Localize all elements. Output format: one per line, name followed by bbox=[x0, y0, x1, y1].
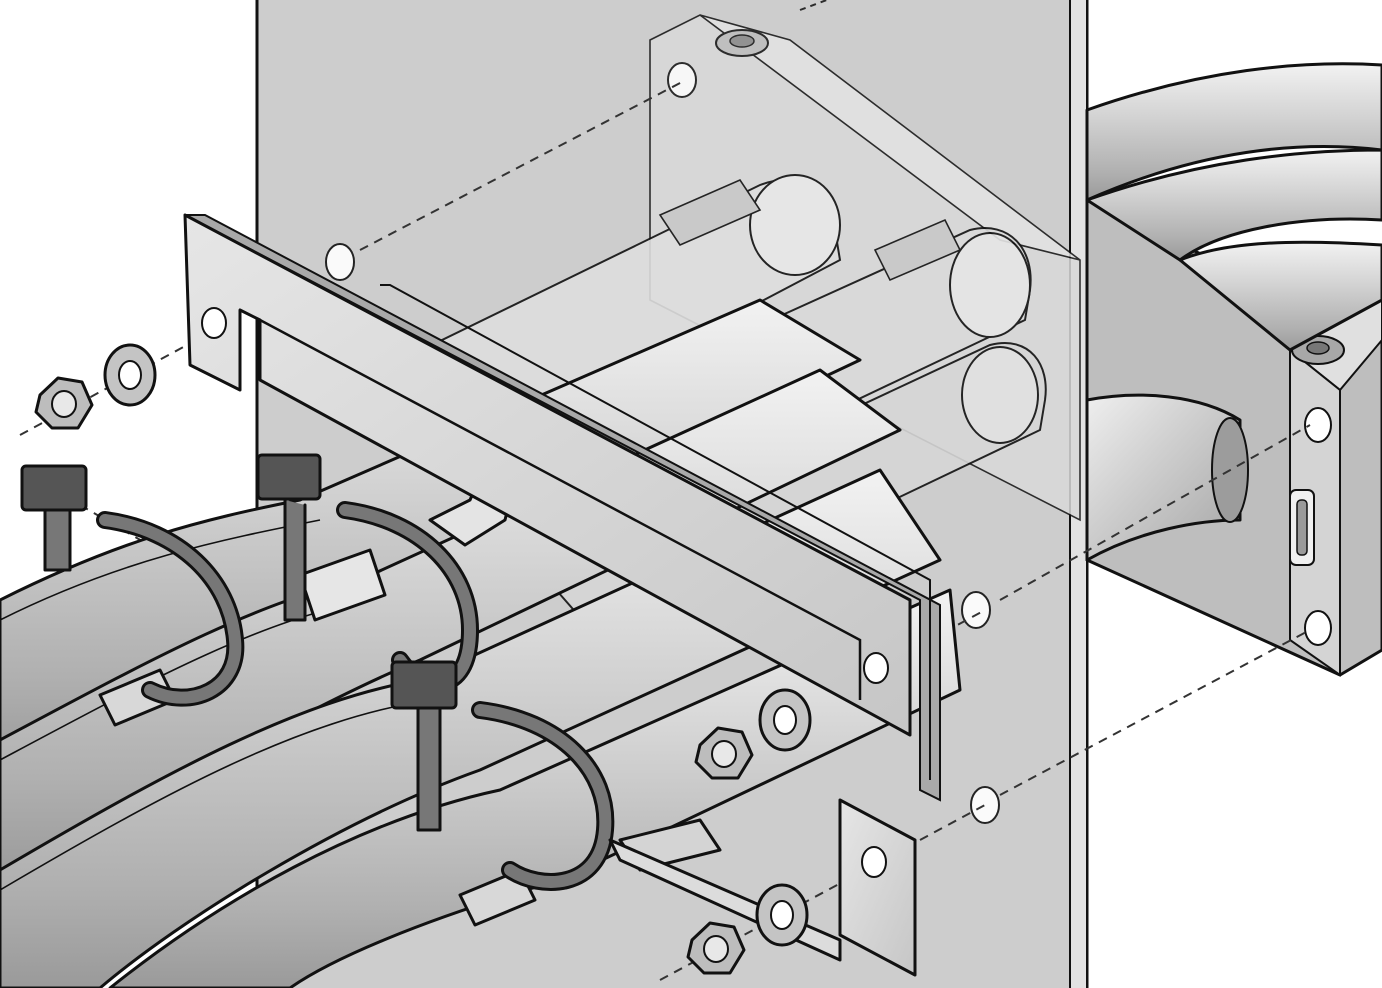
mounting-hole bbox=[1304, 407, 1332, 443]
mounting-hole bbox=[861, 846, 887, 878]
cable-tie-icon bbox=[20, 464, 245, 707]
mounting-hole bbox=[863, 652, 889, 684]
hex-nut-icon bbox=[694, 726, 754, 780]
mounting-hole bbox=[961, 591, 991, 629]
lock-washer-icon bbox=[755, 883, 809, 947]
cable-tie-icon bbox=[390, 660, 615, 891]
cable-bundle-rear bbox=[1085, 62, 1382, 562]
upper-mounting-plate bbox=[183, 213, 941, 802]
mounting-hole bbox=[667, 62, 697, 98]
mounting-hole bbox=[201, 307, 227, 339]
lock-washer-icon bbox=[103, 343, 157, 407]
hex-nut-icon bbox=[686, 921, 746, 975]
hex-nut-icon bbox=[34, 376, 94, 430]
mounting-hole bbox=[970, 786, 1000, 824]
lock-washer-icon bbox=[758, 688, 812, 752]
mounting-hole bbox=[1304, 610, 1332, 646]
mounting-hole bbox=[325, 243, 355, 281]
